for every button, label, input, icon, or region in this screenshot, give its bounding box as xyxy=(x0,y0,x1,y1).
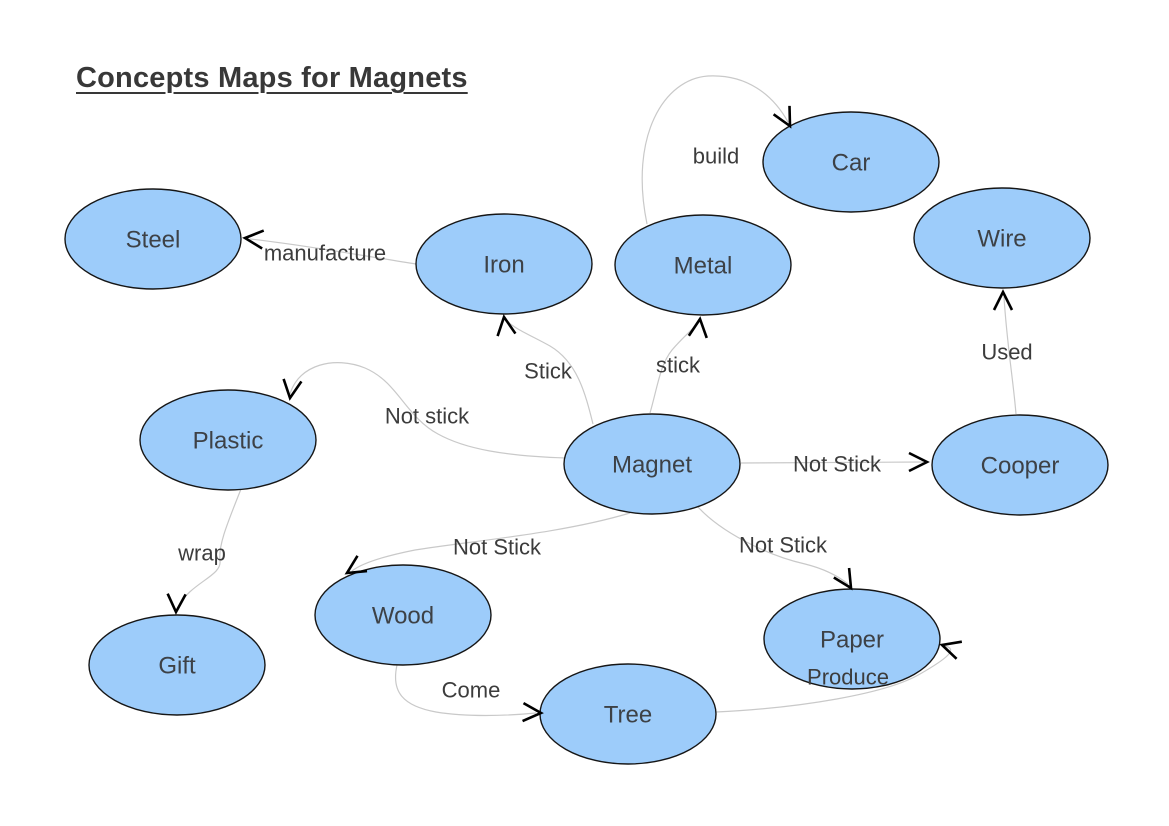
edge-label-magnet-iron: Stick xyxy=(524,359,573,384)
node-shape-metal[interactable] xyxy=(614,214,792,316)
edge-magnet-plastic xyxy=(289,362,567,459)
arrowhead-icon-wood-tree xyxy=(522,701,544,723)
arrowhead-icon-magnet-iron xyxy=(496,314,517,337)
node-cooper[interactable]: Cooper xyxy=(931,414,1109,516)
arrowhead-icon-magnet-metal xyxy=(687,316,708,339)
edge-label-magnet-plastic: Not stick xyxy=(385,404,470,429)
arrowhead-icon-magnet-wood xyxy=(344,555,368,575)
edge-magnet-cooper xyxy=(740,461,924,464)
node-gift[interactable]: Gift xyxy=(88,614,266,716)
edge-label-magnet-paper: Not Stick xyxy=(739,533,828,558)
edge-label-magnet-metal: stick xyxy=(656,353,701,378)
edge-label-magnet-cooper: Not Stick xyxy=(793,452,882,477)
node-plastic[interactable]: Plastic xyxy=(139,389,317,491)
node-wood[interactable]: Wood xyxy=(314,564,492,666)
node-metal[interactable]: Metal xyxy=(614,214,792,316)
node-shape-wire[interactable] xyxy=(913,187,1091,289)
edge-wood-tree xyxy=(395,664,537,717)
edge-label-wood-tree: Come xyxy=(442,678,501,703)
node-shape-wood[interactable] xyxy=(314,564,492,666)
arrowhead-icon-magnet-paper xyxy=(833,567,853,591)
node-shape-cooper[interactable] xyxy=(931,414,1109,516)
edge-label-plastic-gift: wrap xyxy=(177,541,226,566)
edge-tree-paper xyxy=(715,645,952,713)
arrowhead-icon-plastic-gift xyxy=(166,593,187,615)
edge-label-magnet-wood: Not Stick xyxy=(453,535,542,560)
arrowhead-icon-metal-car xyxy=(772,105,792,129)
node-shape-iron[interactable] xyxy=(415,213,593,315)
node-shape-magnet[interactable] xyxy=(563,413,741,515)
node-tree[interactable]: Tree xyxy=(539,663,717,765)
node-shape-plastic[interactable] xyxy=(139,389,317,491)
edge-magnet-iron xyxy=(506,320,594,425)
node-shape-steel[interactable] xyxy=(64,188,242,290)
node-iron[interactable]: Iron xyxy=(415,213,593,315)
node-wire[interactable]: Wire xyxy=(913,187,1091,289)
arrowhead-icon-tree-paper xyxy=(939,640,963,660)
edge-metal-car xyxy=(641,75,789,225)
node-shape-tree[interactable] xyxy=(539,663,717,765)
edge-label-cooper-wire: Used xyxy=(981,340,1032,365)
edge-label-iron-steel: manufacture xyxy=(264,241,386,266)
edge-label-tree-paper: Produce xyxy=(807,665,889,690)
edge-label-metal-car: build xyxy=(693,144,739,169)
node-shape-car[interactable] xyxy=(762,111,940,213)
node-shape-gift[interactable] xyxy=(88,614,266,716)
edge-magnet-wood xyxy=(351,512,631,572)
diagram-title: Concepts Maps for Magnets xyxy=(76,62,468,94)
edges-layer xyxy=(177,75,1017,717)
node-steel[interactable]: Steel xyxy=(64,188,242,290)
arrowhead-icon-magnet-cooper xyxy=(908,451,930,473)
arrowhead-icon-magnet-plastic xyxy=(282,378,303,401)
edge-plastic-gift xyxy=(177,488,242,608)
edge-iron-steel xyxy=(249,238,417,265)
arrowhead-icon-cooper-wire xyxy=(992,289,1014,311)
node-magnet[interactable]: Magnet xyxy=(563,413,741,515)
edge-magnet-paper xyxy=(697,506,849,585)
edge-cooper-wire xyxy=(1003,296,1017,415)
arrowhead-icon-iron-steel xyxy=(242,229,265,250)
